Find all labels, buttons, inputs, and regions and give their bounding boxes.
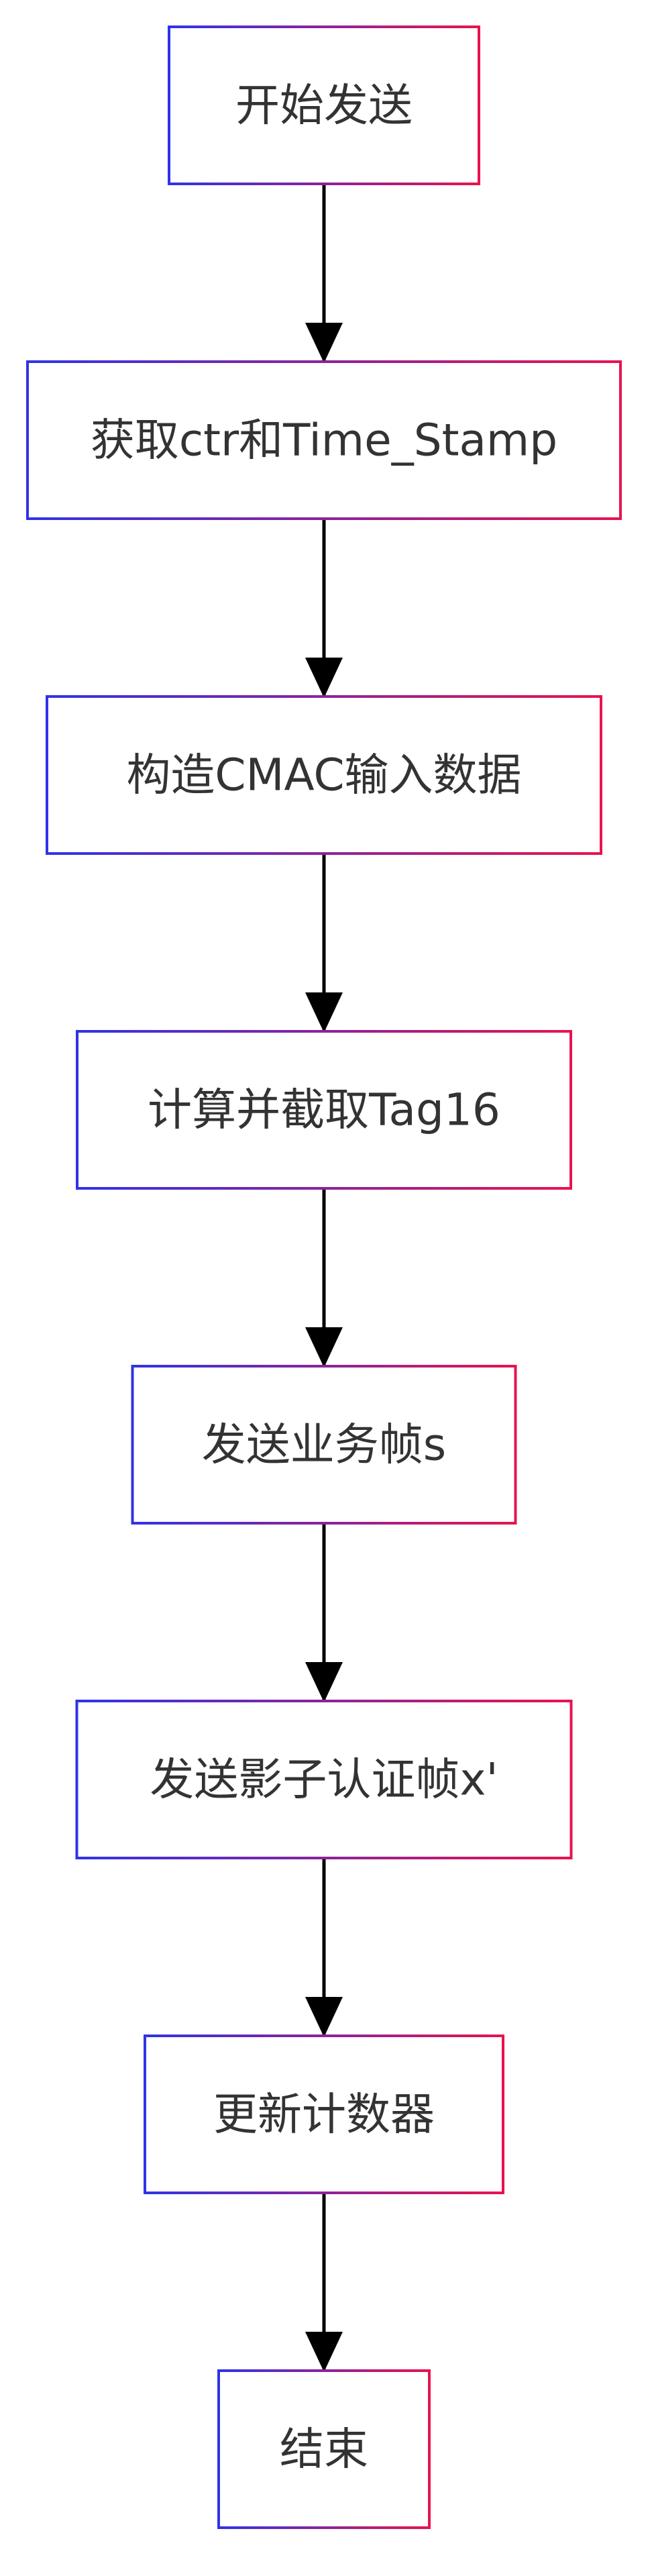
- flow-node-box: [168, 25, 480, 185]
- flow-node-label: 发送影子认证帧x': [150, 1754, 498, 1806]
- flow-node-update-counter: 更新计数器: [144, 2034, 504, 2194]
- flow-node-label: 构造CMAC输入数据: [126, 750, 521, 801]
- flow-node-build-cmac: 构造CMAC输入数据: [46, 695, 602, 855]
- flow-node-end: 结束: [217, 2369, 431, 2529]
- flow-node-label: 计算并截取Tag16: [148, 1084, 500, 1136]
- flow-node-send-auth: 发送影子认证帧x': [75, 1700, 573, 1859]
- flow-node-get-ctr: 获取ctr和Time_Stamp: [26, 360, 622, 520]
- flow-node-calc-tag: 计算并截取Tag16: [76, 1030, 572, 1190]
- flow-node-box: [76, 1030, 572, 1190]
- flow-node-label: 开始发送: [235, 80, 413, 132]
- flow-node-box: [144, 2034, 504, 2194]
- flow-node-box: [75, 1700, 573, 1859]
- flow-node-box: [26, 360, 622, 520]
- flow-node-label: 获取ctr和Time_Stamp: [91, 415, 557, 466]
- flow-node-label: 结束: [280, 2424, 368, 2475]
- flow-node-label: 发送业务帧s: [202, 1419, 446, 1471]
- flow-node-send-frame: 发送业务帧s: [131, 1365, 517, 1525]
- flow-node-label: 更新计数器: [213, 2089, 435, 2141]
- flow-node-box: [46, 695, 602, 855]
- flow-node-start: 开始发送: [168, 25, 480, 185]
- flow-node-box: [131, 1365, 517, 1525]
- flow-node-box: [217, 2369, 431, 2529]
